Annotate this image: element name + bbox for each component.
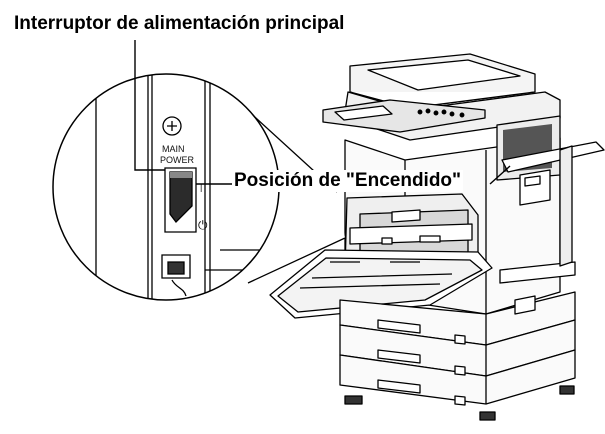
main-label: MAIN [162, 144, 185, 154]
on-mark: | [200, 182, 202, 192]
zoom-circle: MAIN POWER | ⏻ [52, 73, 280, 301]
main-switch-callout: Interruptor de alimentación principal [14, 13, 345, 34]
screw-icon [162, 116, 182, 136]
leader-lines [134, 40, 511, 185]
power-label: POWER [160, 155, 195, 165]
on-position-callout: Posición de "Encendido" [232, 170, 464, 192]
power-symbol-icon: ⏻ [198, 218, 208, 232]
